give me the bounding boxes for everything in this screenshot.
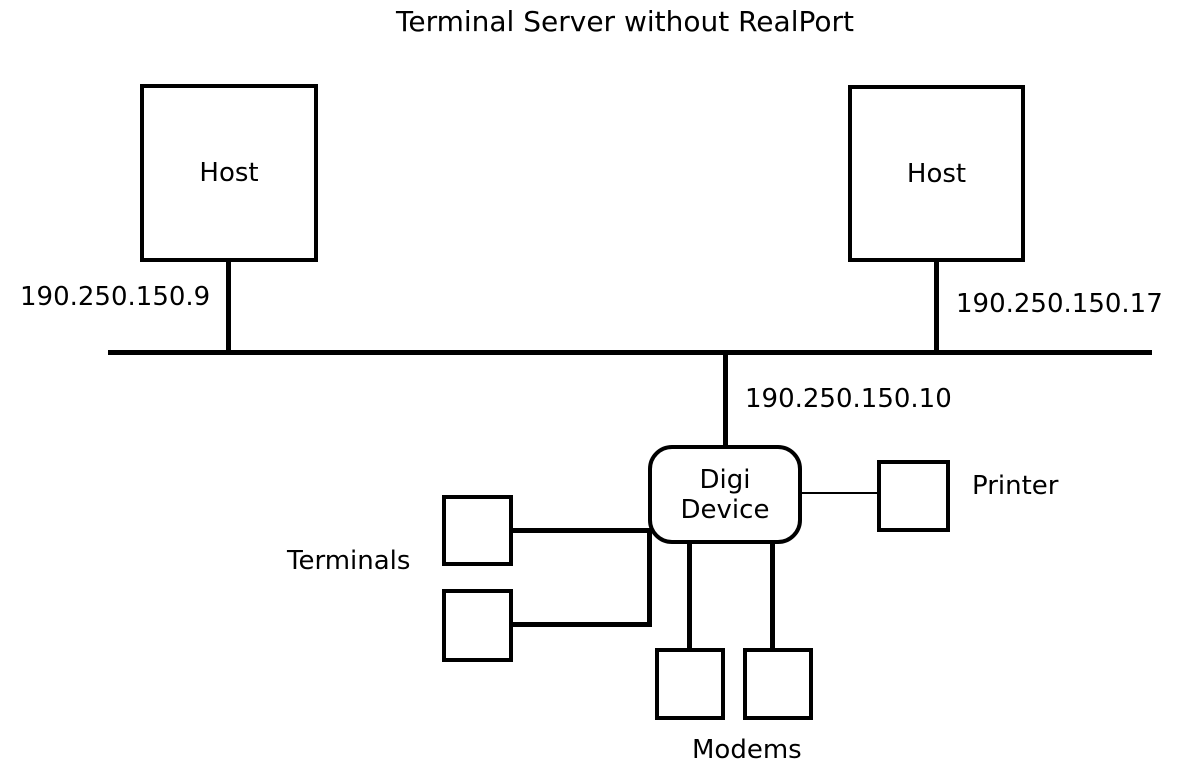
terminal-box-bottom [442, 589, 513, 662]
terminal-bottom-branch-line [511, 622, 652, 627]
terminal-vertical-line [647, 528, 652, 627]
host-right-ip-label: 190.250.150.17 [956, 289, 1163, 319]
modem-box-left [655, 648, 725, 720]
printer-label: Printer [972, 471, 1059, 501]
terminals-label: Terminals [287, 546, 411, 576]
host-right-connector-line [934, 260, 939, 352]
digi-device-box: Digi Device [648, 445, 802, 544]
modem-box-right [743, 648, 813, 720]
host-right-box: Host [848, 85, 1025, 262]
host-right-label: Host [906, 158, 967, 189]
digi-connector-line [723, 353, 728, 446]
digi-device-label-line2: Device [680, 494, 770, 525]
terminal-box-top [442, 495, 513, 566]
modem-left-connector-line [687, 543, 692, 650]
diagram-title: Terminal Server without RealPort [396, 5, 854, 38]
modem-right-connector-line [770, 543, 775, 650]
printer-connector-line [800, 492, 877, 494]
host-left-box: Host [140, 84, 318, 262]
modems-label: Modems [692, 735, 802, 765]
terminal-top-branch-line [511, 528, 651, 533]
host-left-label: Host [199, 158, 259, 188]
digi-device-label-line1: Digi [699, 464, 751, 495]
host-left-ip-label: 190.250.150.9 [20, 282, 211, 312]
network-bus-line [108, 350, 1152, 355]
digi-device-label: Digi Device [681, 465, 770, 525]
host-left-connector-line [226, 260, 231, 352]
digi-ip-label: 190.250.150.10 [745, 384, 952, 414]
printer-box [877, 460, 950, 532]
